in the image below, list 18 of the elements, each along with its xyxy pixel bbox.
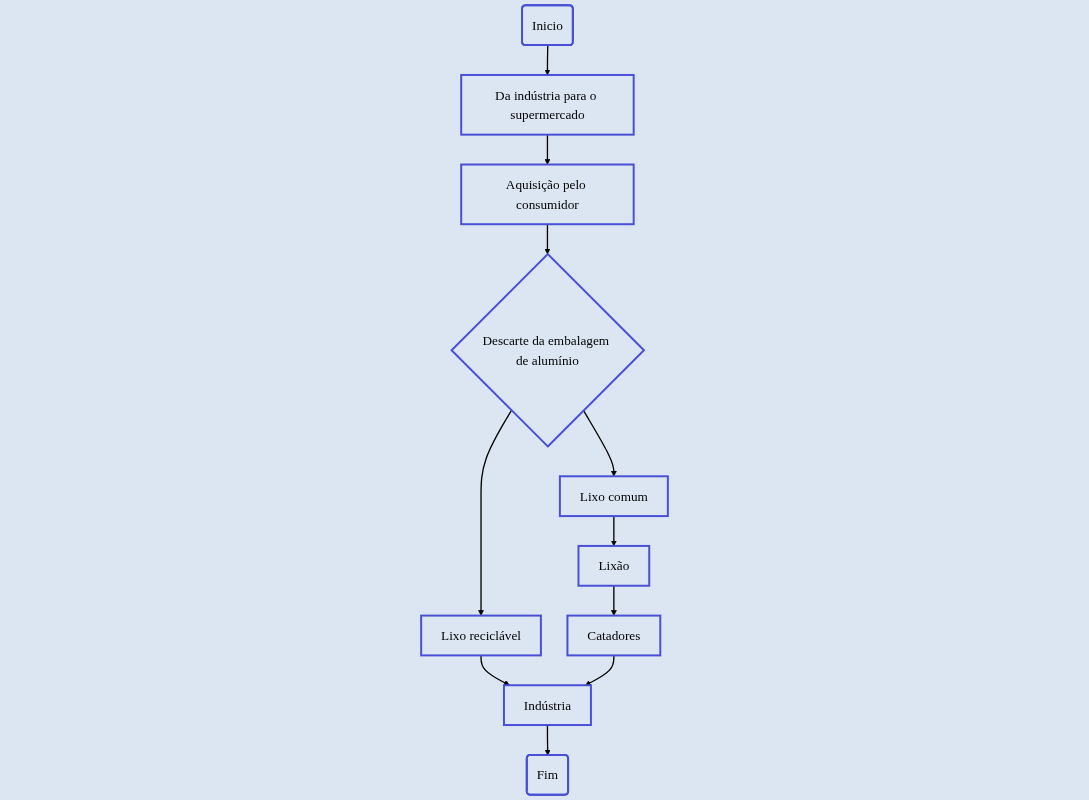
arrow (585, 654, 615, 686)
node-box: Da indústria para o supermercado (460, 73, 635, 136)
node-box: Lixo reciclável (420, 614, 542, 657)
node-box: Catadores (566, 614, 662, 657)
arrow (582, 409, 617, 477)
arrow (544, 134, 551, 165)
arrow (544, 223, 551, 255)
node-diamond: Descarte da embalagem de alumínio (450, 252, 646, 448)
node-box: Aquisição pelo consumidor (460, 163, 635, 226)
arrow (610, 515, 617, 547)
node-box: Indústria (502, 684, 592, 727)
arrow (610, 585, 617, 616)
arrow (480, 654, 510, 686)
arrow (478, 409, 513, 616)
arrow (544, 44, 551, 76)
node-box: Lixo comum (558, 475, 669, 518)
arrow (544, 724, 551, 756)
node-box: Lixão (577, 544, 651, 587)
